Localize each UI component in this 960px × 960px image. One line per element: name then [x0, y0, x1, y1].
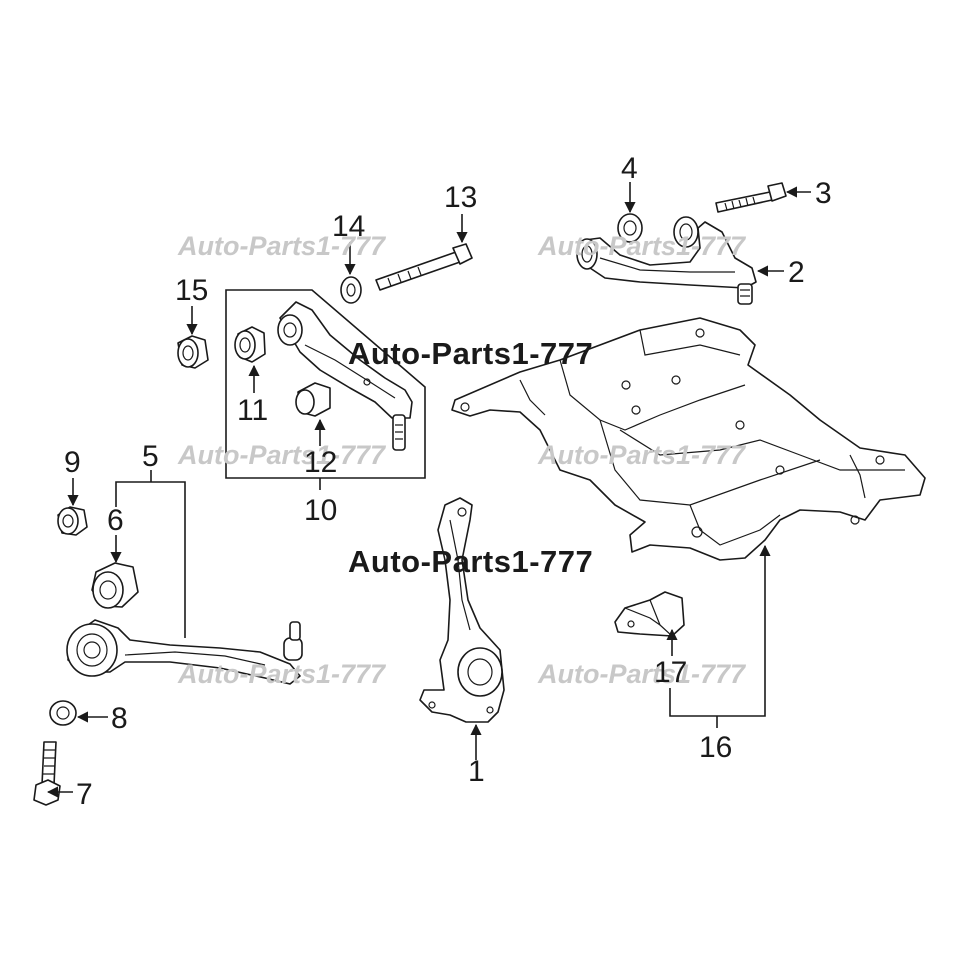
watermark-text: Auto-Parts1-777 — [537, 231, 747, 261]
callout-16: 16 — [699, 731, 732, 764]
upper-control-arm-part — [576, 216, 757, 305]
leader-lines — [46, 182, 811, 798]
watermark-text: Auto-Parts1-777 — [537, 440, 747, 470]
callout-10: 10 — [304, 494, 337, 527]
callout-8: 8 — [111, 702, 128, 735]
watermark-text: Auto-Parts1-777 — [177, 440, 387, 470]
callout-9: 9 — [64, 446, 81, 479]
callout-6: 6 — [107, 504, 124, 537]
callout-14: 14 — [332, 210, 365, 243]
watermarks-strong: Auto-Parts1-777 Auto-Parts1-777 — [348, 336, 593, 579]
callout-5: 5 — [142, 440, 159, 473]
watermark-text-strong: Auto-Parts1-777 — [348, 544, 593, 579]
watermark-text: Auto-Parts1-777 — [177, 231, 387, 261]
callout-3: 3 — [815, 177, 832, 210]
watermark-text-strong: Auto-Parts1-777 — [348, 336, 593, 371]
washer-part — [340, 276, 362, 304]
callout-13: 13 — [444, 181, 477, 214]
upper-nut-part — [617, 213, 643, 243]
bracket-part — [614, 591, 685, 637]
nut-8-part — [49, 700, 77, 726]
lower-control-arm-part — [66, 619, 303, 685]
bolt-7-part — [33, 741, 61, 806]
tension-strut-kit — [225, 289, 426, 479]
callout-12: 12 — [304, 446, 337, 479]
watermark-text: Auto-Parts1-777 — [537, 659, 747, 689]
callout-11: 11 — [237, 394, 268, 427]
steering-knuckle-part — [419, 497, 505, 723]
bushing-15-part — [177, 335, 209, 369]
callout-7: 7 — [76, 778, 93, 811]
bushing-6-part — [91, 562, 139, 609]
callout-17: 17 — [654, 656, 687, 689]
callout-1: 1 — [468, 755, 485, 788]
callout-4: 4 — [621, 152, 638, 185]
callout-labels: 1 2 3 4 5 6 7 8 9 10 11 12 13 14 15 16 1… — [64, 152, 832, 811]
upper-bolt-part — [715, 182, 787, 213]
bushing-9-part — [57, 506, 88, 536]
watermarks-light: Auto-Parts1-777 Auto-Parts1-777 Auto-Par… — [177, 231, 747, 689]
watermark-text: Auto-Parts1-777 — [177, 659, 387, 689]
subframe-part — [451, 317, 926, 561]
strut-bolt-part — [375, 243, 473, 291]
callout-2: 2 — [788, 256, 805, 289]
callout-15: 15 — [175, 274, 208, 307]
